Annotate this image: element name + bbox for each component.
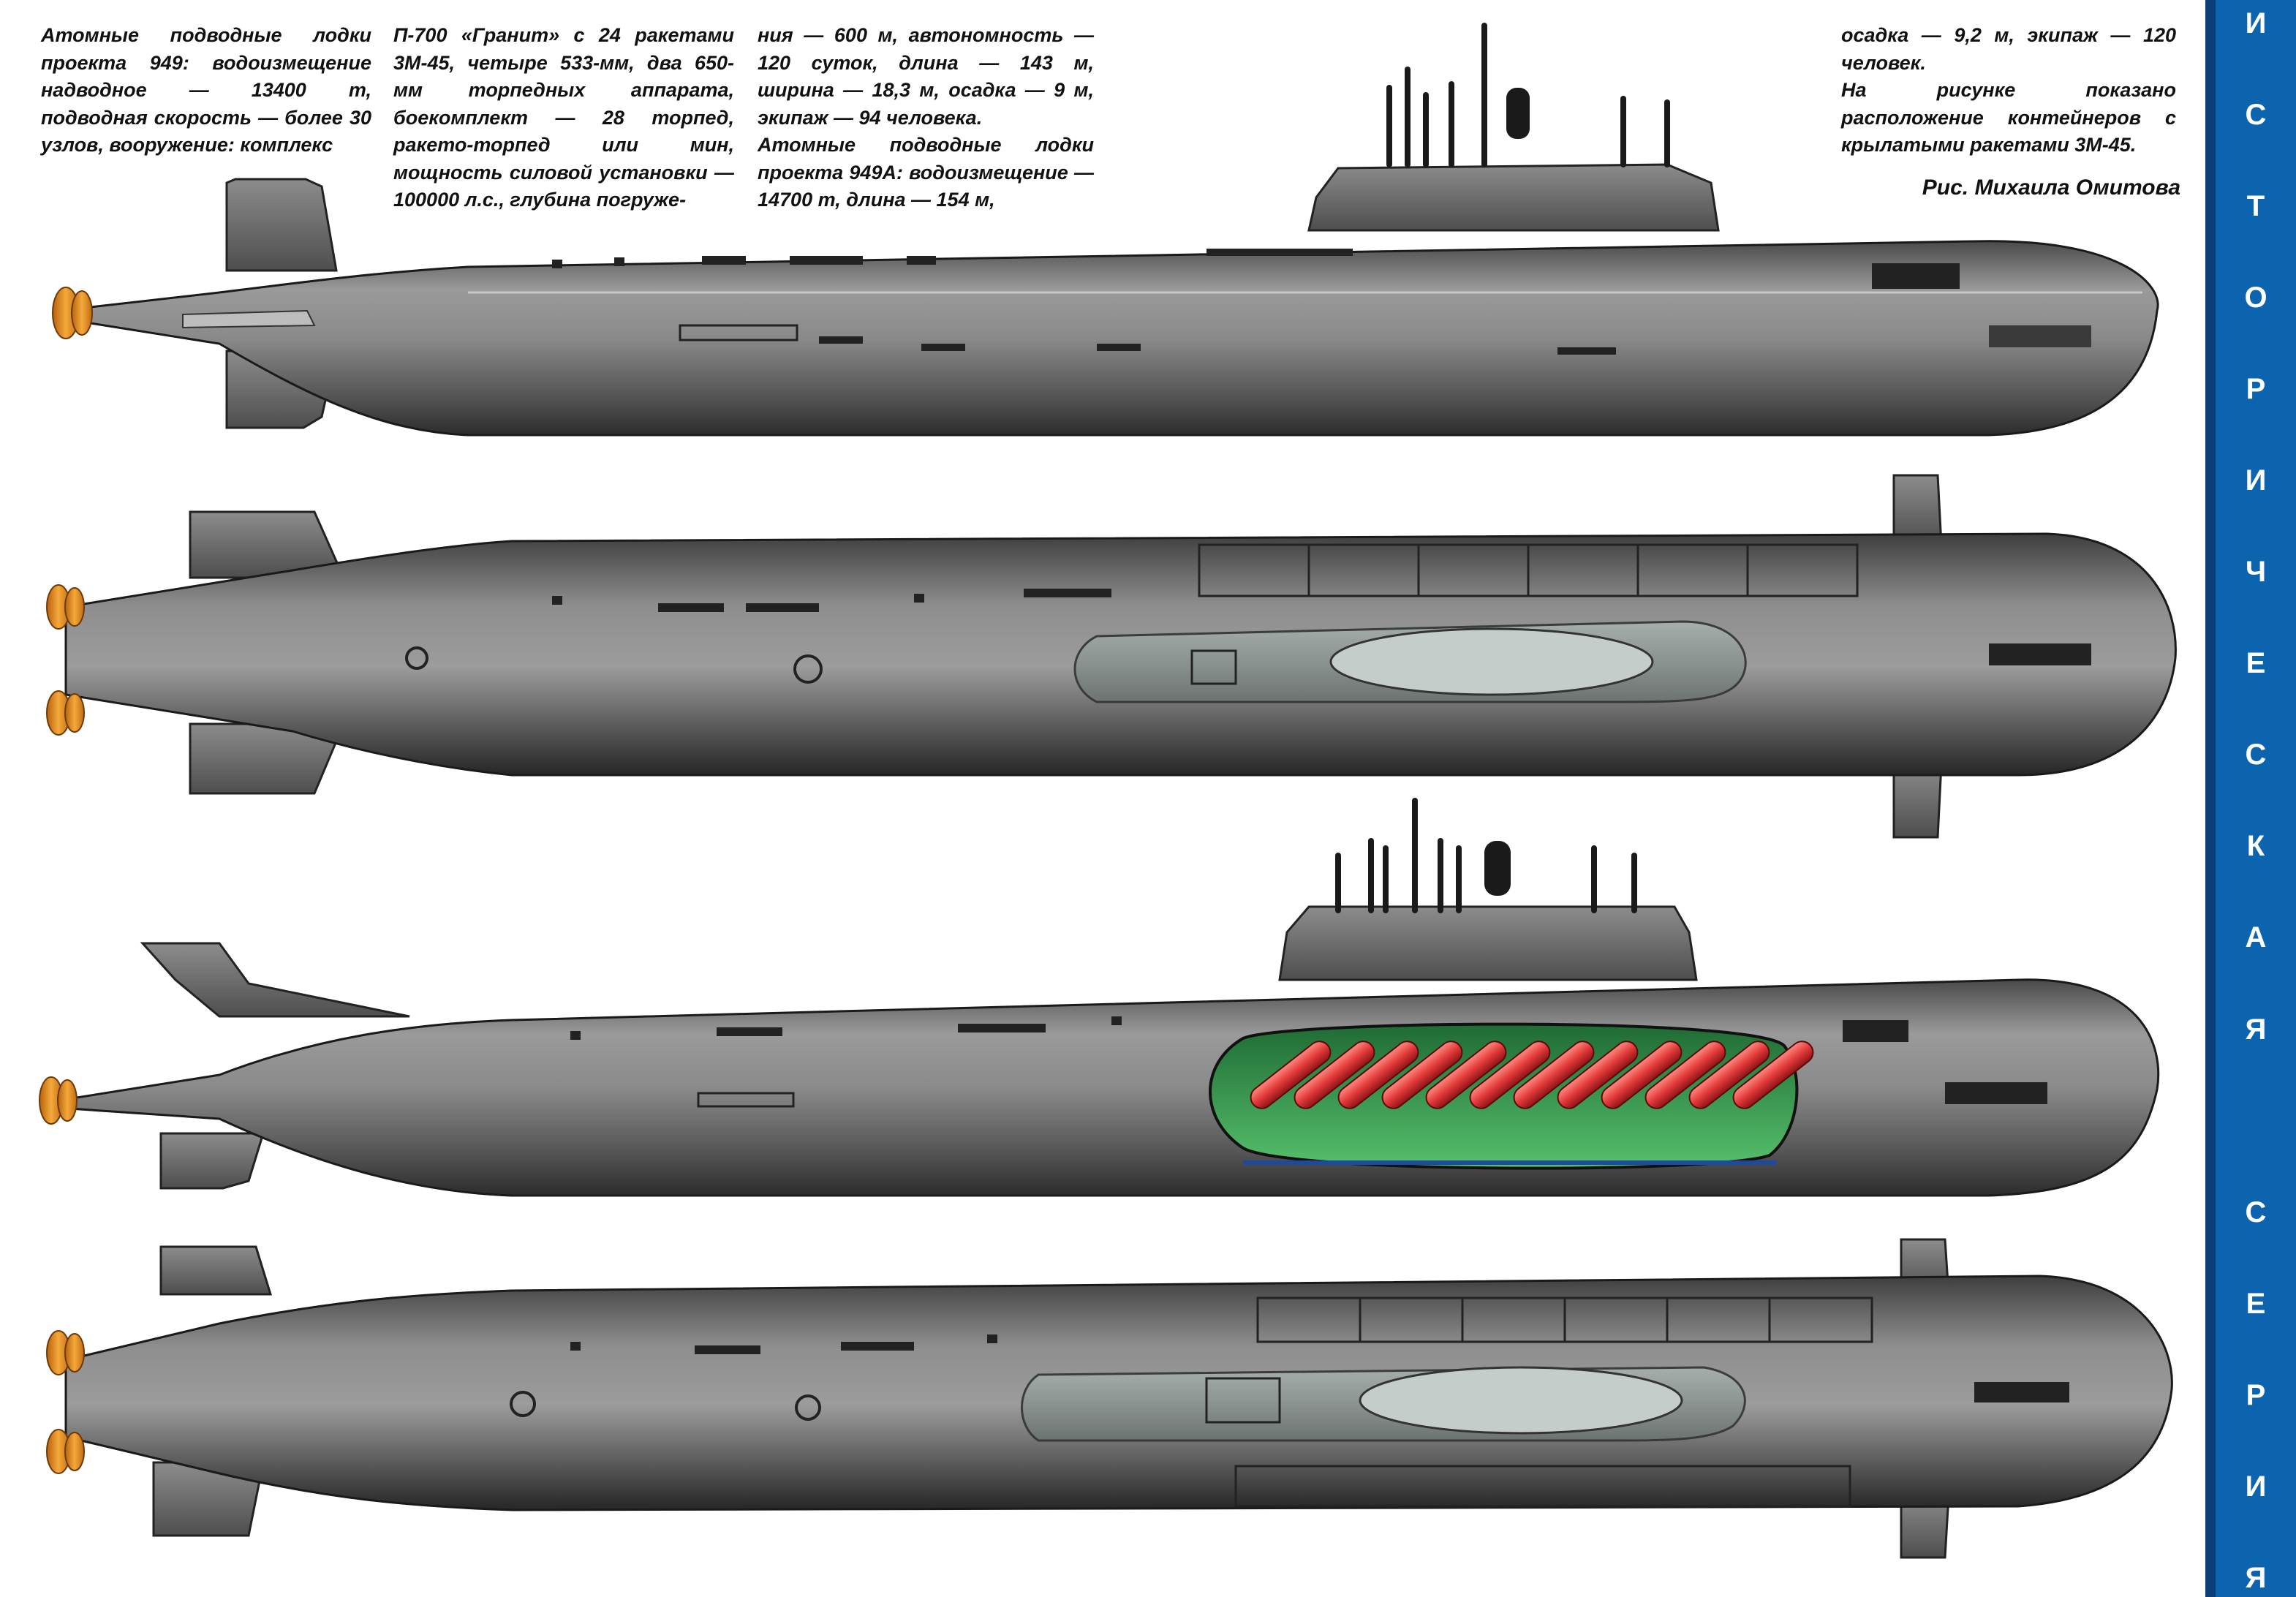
missile-container-3m45 <box>1425 1041 1507 1109</box>
side-title-letter: О <box>2244 282 2267 314</box>
missile-container-3m45 <box>1294 1041 1375 1109</box>
spec-text-column-3: ния — 600 м, автономность — 120 суток, д… <box>758 22 1094 214</box>
project-949-plan-view <box>46 474 2177 839</box>
spec-text-column-1: Атомные подводные лодки проекта 949: вод… <box>41 24 371 156</box>
missile-container-3m45 <box>1601 1041 1683 1109</box>
project-949a-side-cutaway-view <box>39 798 2160 1197</box>
missile-container-3m45 <box>1732 1041 1814 1109</box>
missile-container-3m45 <box>1381 1041 1463 1109</box>
stern-plane <box>182 309 316 329</box>
project-949a-plan-view <box>46 1238 2173 1559</box>
spec-text-column-2: П-700 «Гранит» с 24 ракетами 3М-45, четы… <box>393 24 734 211</box>
upper-rudder-949a <box>140 942 410 1018</box>
side-title-letter: Я <box>2245 1013 2267 1046</box>
side-title-letter: А <box>2245 921 2267 954</box>
side-title-letter: И <box>2245 7 2267 39</box>
side-title-letter: Е <box>2246 1287 2266 1320</box>
spec-text-949a-start: Атомные подводные лодки проекта 949А: во… <box>758 134 1094 211</box>
side-title-letter: С <box>2245 99 2267 132</box>
sail-949 <box>1307 163 1720 232</box>
lower-rudder-949a <box>159 1132 265 1190</box>
illustration-credit: Рис. Михаила Омитова <box>1922 175 2180 200</box>
missile-container-3m45 <box>1688 1041 1770 1109</box>
sail-949a <box>1278 905 1698 981</box>
spec-text-949a-end: осадка — 9,2 м, экипаж — 120 человек. <box>1841 24 2176 74</box>
missile-container-3m45 <box>1250 1041 1332 1109</box>
side-title-letter: С <box>2245 739 2267 771</box>
hull-949 <box>57 240 2159 437</box>
side-title-letter: Р <box>2246 1378 2266 1411</box>
side-title-letter: Я <box>2245 1561 2267 1594</box>
spec-text-column-4: осадка — 9,2 м, экипаж — 120 человек. На… <box>1841 22 2176 159</box>
missile-containers <box>1250 1041 1814 1109</box>
side-title-letter: К <box>2246 830 2265 863</box>
side-title-letter: Е <box>2246 647 2266 680</box>
side-title-letter: С <box>2245 1196 2267 1228</box>
project-949-side-view <box>52 23 2159 437</box>
section-title-band: И С Т О Р И Ч Е С К А Я С Е Р И Я <box>2205 0 2296 1597</box>
missile-container-3m45 <box>1644 1041 1726 1109</box>
missile-container-3m45 <box>1513 1041 1595 1109</box>
missile-container-3m45 <box>1337 1041 1419 1109</box>
figure-caption-note: На рисунке показано расположение контейн… <box>1841 79 2176 156</box>
missile-container-3m45 <box>1557 1041 1639 1109</box>
side-title-letter: И <box>2245 464 2267 497</box>
side-title-letter: Р <box>2246 373 2266 406</box>
upper-rudder <box>225 178 338 272</box>
section-title-vertical: И С Т О Р И Ч Е С К А Я С Е Р И Я <box>2216 7 2296 1594</box>
side-title-letter: И <box>2245 1470 2267 1503</box>
spec-text-949-end: ния — 600 м, автономность — 120 суток, д… <box>758 24 1094 129</box>
side-title-letter: Ч <box>2245 556 2267 589</box>
missile-container-3m45 <box>1469 1041 1551 1109</box>
side-title-letter: Т <box>2246 190 2265 223</box>
submarine-drawings <box>39 23 2177 1559</box>
